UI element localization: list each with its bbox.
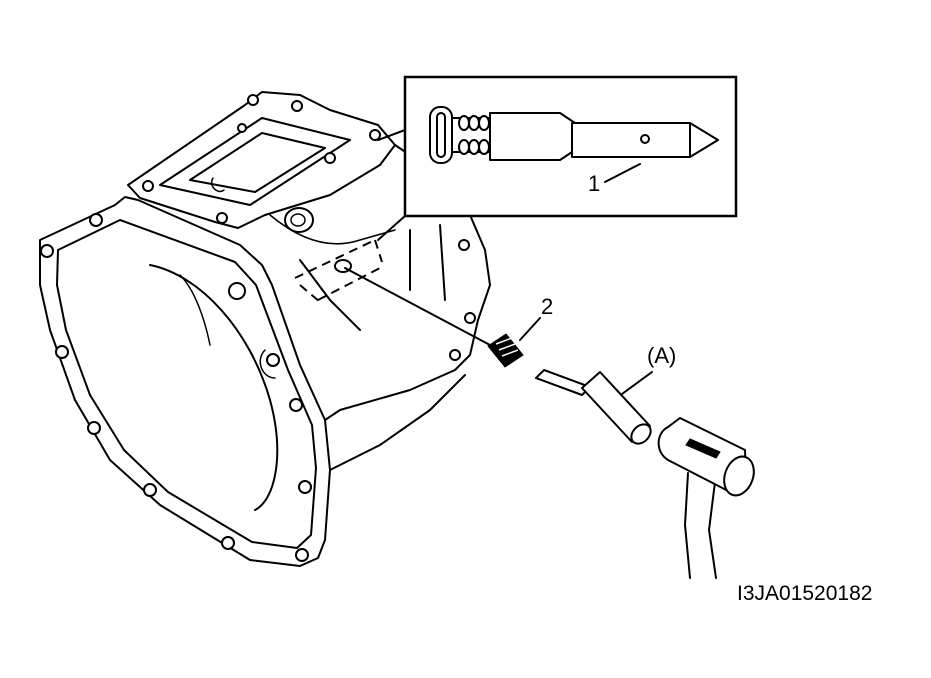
case-bolt-3 [449, 349, 461, 361]
figure-code: I3JA01520182 [737, 582, 873, 605]
inset-leader-bottom [377, 215, 406, 241]
top-cover-bolts [142, 94, 381, 224]
leader-a [621, 371, 653, 395]
callout-label-2: 2 [541, 294, 554, 319]
insertion-line [344, 267, 491, 346]
case-body-lower-edge [329, 374, 466, 471]
case-bolt-1 [458, 239, 470, 251]
hammer-handle-right [708, 481, 717, 579]
spring-pin-slots [495, 337, 519, 357]
callout-label-a: (A) [647, 343, 677, 368]
transmission-case [39, 91, 491, 567]
spring-pin [344, 267, 541, 368]
bell-housing-inner-edge [56, 219, 317, 549]
case-rib-2 [439, 224, 446, 301]
case-bolt-2 [464, 312, 476, 324]
bell-housing-flange [39, 196, 331, 567]
case-contour [269, 214, 396, 245]
punch-shank [581, 371, 651, 443]
punch-end [630, 423, 652, 445]
flange-bolt-holes [40, 213, 312, 562]
punch-tip [535, 369, 591, 396]
special-tool-punch [535, 369, 653, 445]
case-fillet [259, 349, 276, 379]
callout-label-1: 1 [588, 171, 601, 196]
top-cover-opening [159, 117, 351, 206]
leader-2 [519, 317, 541, 341]
side-boss [284, 207, 314, 233]
top-cover-inner-opening [189, 132, 326, 193]
hammer [657, 417, 755, 579]
case-rib-3 [299, 259, 361, 331]
hammer-grip-band [685, 438, 721, 459]
side-boss-hole [290, 213, 306, 227]
cover-hook [211, 177, 225, 193]
inset-detail-box [377, 75, 738, 241]
spring-pin-body [487, 333, 524, 368]
hammer-face [723, 455, 755, 497]
top-cover-housing [127, 91, 396, 229]
hammer-handle-left [684, 472, 691, 579]
inset-leader-top [377, 129, 406, 141]
bell-housing-bore [149, 264, 279, 511]
inset-pin-detail [429, 106, 719, 183]
bore-shadow [179, 274, 211, 346]
